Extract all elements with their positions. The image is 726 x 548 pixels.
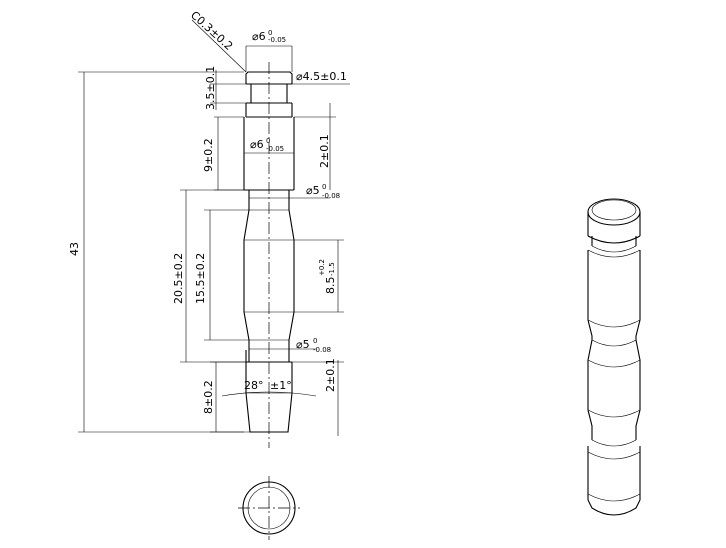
taper-tol-label: ±1° <box>270 379 292 392</box>
neck-upper-dia-low: -0.08 <box>322 192 340 200</box>
top-dia-lower: -0.05 <box>268 36 286 44</box>
waist-len-label: 20.5±0.2 <box>172 253 185 304</box>
chamfer-label: C0.3±0.2 <box>188 9 235 53</box>
taper-angle-label: 28° <box>244 379 264 392</box>
barrel-dia-low: -1.5 <box>328 262 336 276</box>
neck-upper-dia-label: ⌀5 <box>306 184 320 197</box>
upper-len-label: 9±0.2 <box>202 138 215 172</box>
top-dia-upper: 0 <box>268 29 272 37</box>
mid-dia-lower: -0.05 <box>266 145 284 153</box>
total-len-label: 43 <box>68 242 81 256</box>
dimension-labels: C0.3±0.2 ⌀6 0 -0.05 ⌀4.5±0.1 3.5±0.1 9±0… <box>68 9 347 414</box>
lower-offset-label: 2±0.1 <box>324 358 337 392</box>
end-view <box>238 476 300 540</box>
neck-lower-dia-up: 0 <box>313 337 317 345</box>
tip-len-label: 8±0.2 <box>202 380 215 414</box>
mid-dia-label: ⌀6 <box>250 138 264 151</box>
neck-lower-dia-label: ⌀5 <box>296 338 310 351</box>
pin-3d-view <box>587 198 641 516</box>
top-dia-label: ⌀6 <box>252 30 266 43</box>
barrel-dia-label: 8.5 <box>324 277 337 295</box>
mid-dia-upper: 0 <box>266 137 270 145</box>
groove-len-label: 3.5±0.1 <box>204 66 217 110</box>
neck-upper-dia-up: 0 <box>322 183 326 191</box>
groove-dia-label: ⌀4.5±0.1 <box>296 70 347 83</box>
upper-offset-label: 2±0.1 <box>318 134 331 168</box>
neck-lower-dia-low: -0.08 <box>313 346 331 354</box>
barrel-len-label: 15.5±0.2 <box>194 253 207 304</box>
dimension-lines <box>78 19 350 436</box>
barrel-dia-up: +0.2 <box>318 259 326 276</box>
